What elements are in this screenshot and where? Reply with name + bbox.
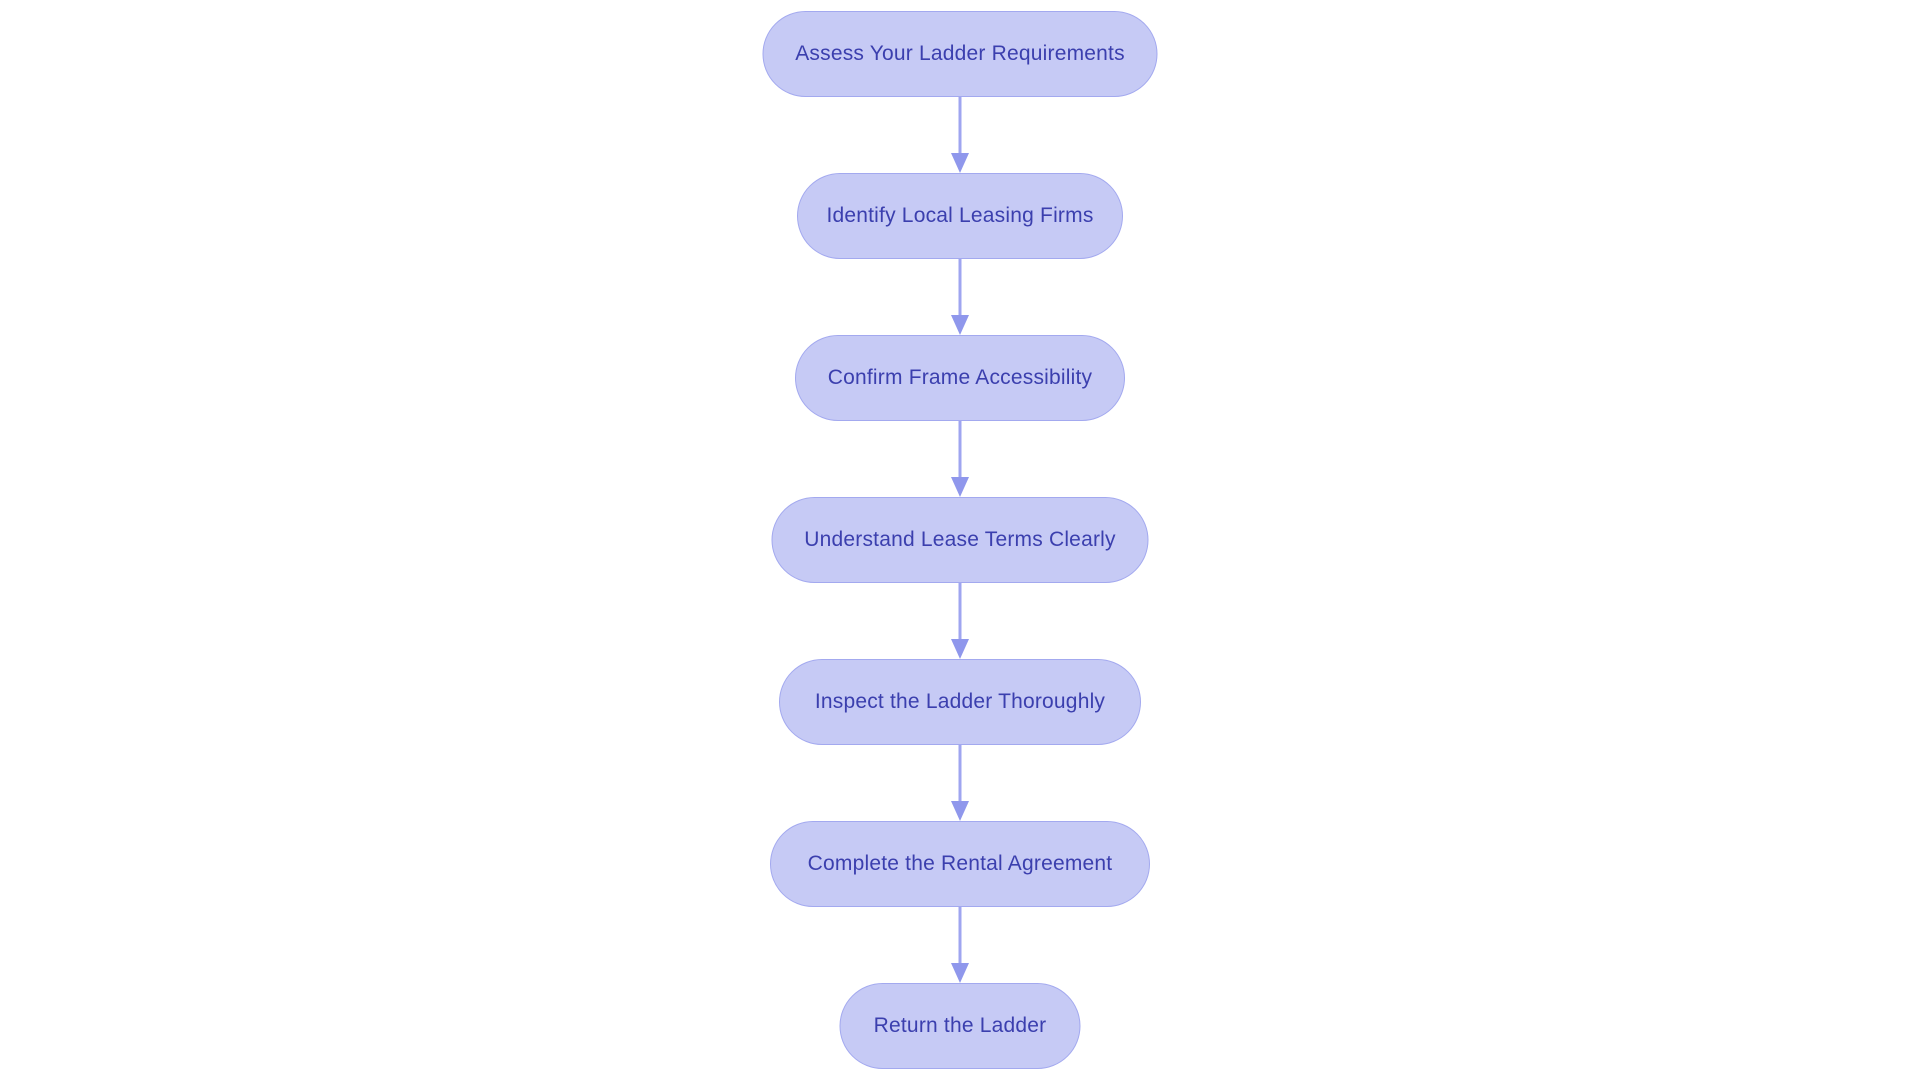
flow-node-label: Confirm Frame Accessibility — [827, 366, 1093, 389]
arrow-line — [958, 583, 962, 641]
down-arrow-connector — [951, 259, 969, 335]
down-arrow-connector — [951, 421, 969, 497]
arrow-line — [958, 745, 962, 803]
flow-node-label: Return the Ladder — [873, 1014, 1047, 1037]
arrow-line — [958, 97, 962, 155]
flow-node-confirm-frame-accessibility: Confirm Frame Accessibility — [795, 335, 1125, 421]
flow-node-identify-leasing-firms: Identify Local Leasing Firms — [797, 173, 1123, 259]
flow-node-inspect-ladder: Inspect the Ladder Thoroughly — [779, 659, 1141, 745]
flow-node-label: Understand Lease Terms Clearly — [804, 528, 1116, 551]
down-arrow-connector — [951, 583, 969, 659]
flow-node-label: Assess Your Ladder Requirements — [795, 42, 1125, 65]
arrowhead-down-icon — [951, 315, 969, 335]
arrowhead-down-icon — [951, 801, 969, 821]
down-arrow-connector — [951, 97, 969, 173]
flow-node-label: Identify Local Leasing Firms — [826, 204, 1094, 227]
arrowhead-down-icon — [951, 477, 969, 497]
flow-node-assess-ladder-requirements: Assess Your Ladder Requirements — [762, 11, 1158, 97]
flow-node-label: Inspect the Ladder Thoroughly — [814, 690, 1106, 713]
arrowhead-down-icon — [951, 639, 969, 659]
flow-node-understand-lease-terms: Understand Lease Terms Clearly — [771, 497, 1149, 583]
arrow-line — [958, 907, 962, 965]
arrowhead-down-icon — [951, 963, 969, 983]
flow-node-label: Complete the Rental Agreement — [807, 852, 1113, 875]
arrow-line — [958, 421, 962, 479]
down-arrow-connector — [951, 745, 969, 821]
arrow-line — [958, 259, 962, 317]
flow-node-complete-rental-agreement: Complete the Rental Agreement — [770, 821, 1150, 907]
down-arrow-connector — [951, 907, 969, 983]
flow-node-return-ladder: Return the Ladder — [839, 983, 1081, 1069]
arrowhead-down-icon — [951, 153, 969, 173]
